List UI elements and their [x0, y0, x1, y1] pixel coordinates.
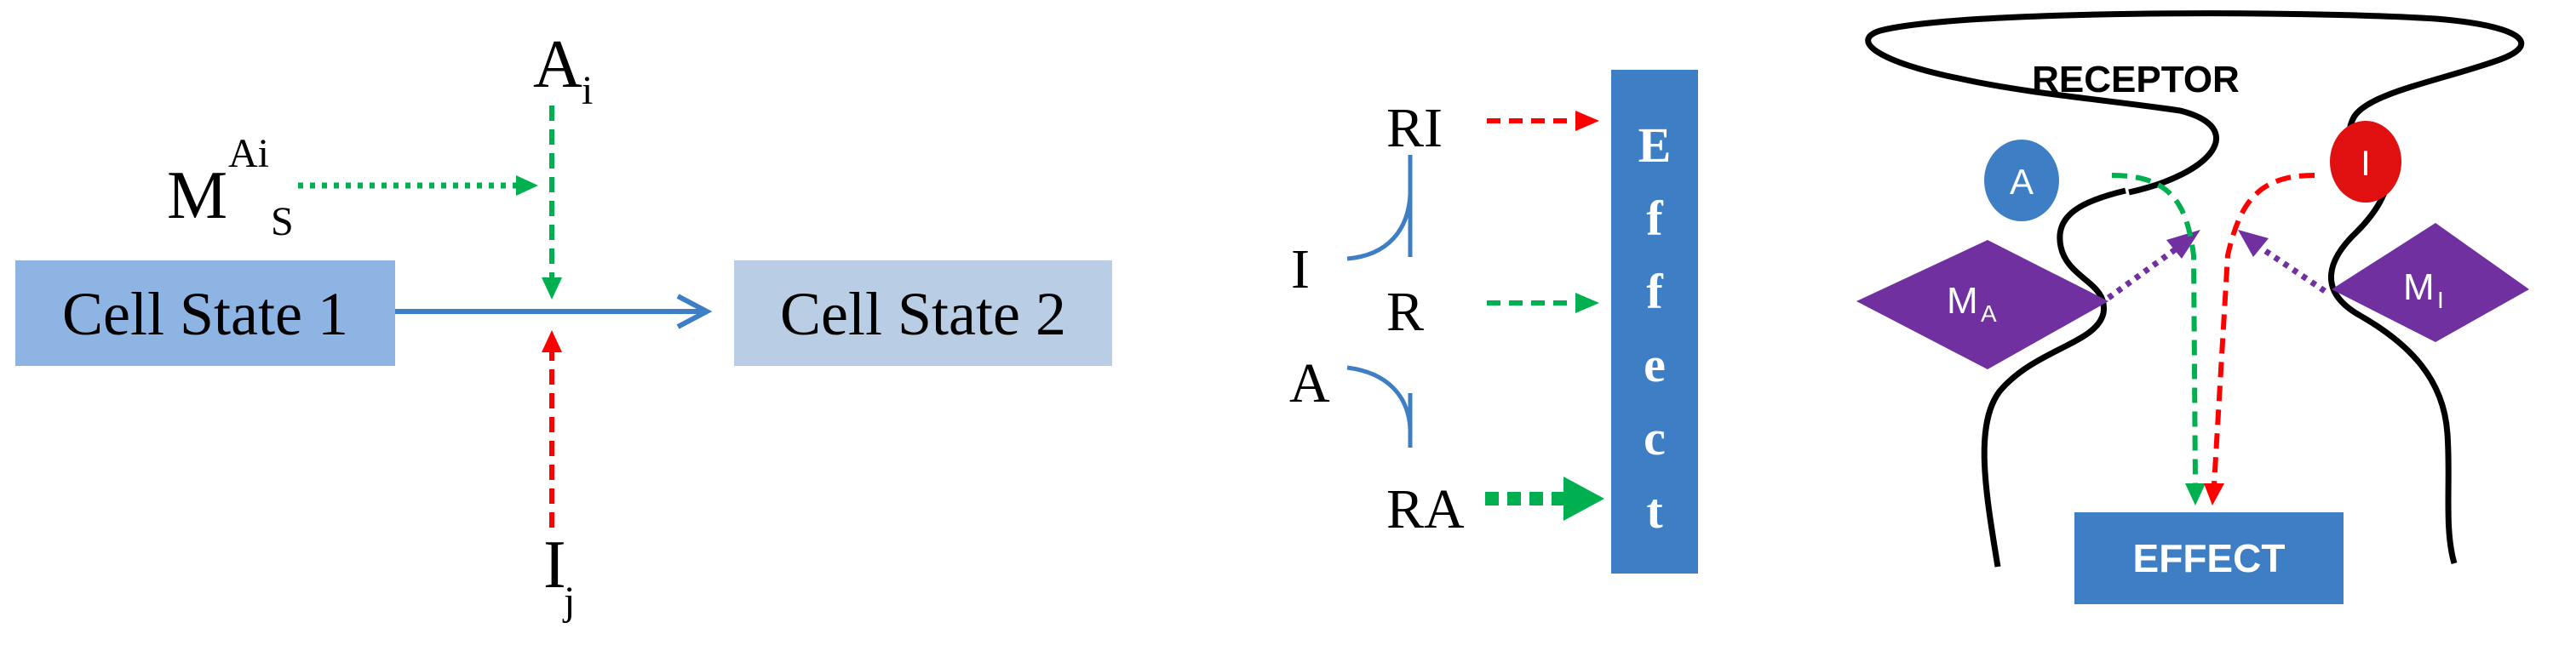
inhibitor-signal-path: [2212, 173, 2315, 486]
cell-state-2-label: Cell State 2: [780, 280, 1066, 348]
agonist-signal-arrowhead: [2185, 483, 2206, 505]
inhibitor-ligand: [2330, 121, 2401, 203]
inhibitor-sub: j: [562, 579, 575, 624]
effect-letter: e: [1644, 337, 1666, 392]
panel-receptor-model: RECEPTOR A I M A M I EFFECT: [1856, 10, 2529, 604]
r-effect-arrowhead: [1575, 293, 1599, 313]
modulator-arrowhead: [516, 175, 538, 196]
transition-arrowhead: [676, 294, 713, 329]
label-a: A: [1289, 352, 1330, 414]
modulator-sub: S: [271, 199, 294, 244]
modulator-a-diamond: [1856, 240, 2108, 369]
receptor-outline-left-wall: [1981, 187, 2126, 568]
agonist-label: A i: [533, 27, 595, 113]
effect-letter: E: [1638, 117, 1672, 173]
modulator-i-diamond: [2332, 223, 2529, 342]
modulator-i-arrowhead: [2238, 230, 2269, 257]
agonist-signal-path: [2111, 173, 2198, 486]
inhibitor-ligand-label: I: [2361, 143, 2371, 183]
receptor-outline-left: [1865, 10, 2525, 196]
panel-receptor-states: E f f e c t RI I R A RA: [1289, 70, 1698, 574]
modulator-label: M Ai S: [167, 107, 294, 244]
modulator-a-arrow: [2106, 246, 2179, 300]
panel-cell-state-transition: Cell State 1 Cell State 2 A i I j M Ai S: [15, 27, 1112, 624]
effect-box: [2074, 512, 2344, 604]
modulator-i-arrow: [2260, 246, 2326, 294]
agonist-ligand: [1984, 140, 2059, 221]
modulator-i-base: M: [2403, 266, 2435, 308]
modulator-a-sub: A: [1981, 300, 1997, 327]
effect-letter: f: [1646, 264, 1663, 319]
effect-box-label: EFFECT: [2133, 536, 2286, 580]
label-ra: RA: [1386, 478, 1465, 540]
cell-state-1-box: [15, 260, 395, 366]
label-i: I: [1291, 238, 1310, 300]
modulator-sup: Ai: [228, 131, 269, 176]
agonist-ligand-label: A: [2010, 162, 2034, 202]
modulator-a-arrowhead: [2166, 230, 2200, 259]
ri-effect-arrowhead: [1575, 111, 1599, 131]
inhibitor-base: I: [543, 528, 566, 602]
receptor-outline-right-wall: [2328, 157, 2458, 564]
effect-letter: t: [1646, 483, 1663, 539]
ra-effect-arrowhead: [1563, 477, 1604, 521]
agonist-binding-bracket: [1346, 365, 1413, 448]
effect-bar-letters: E f f e c t: [1638, 117, 1672, 539]
effect-letter: f: [1646, 191, 1663, 246]
agonist-base: A: [533, 27, 582, 102]
label-ri: RI: [1386, 97, 1443, 159]
effect-letter: c: [1644, 410, 1666, 465]
modulator-a-label: M A: [1947, 280, 1997, 327]
label-r: R: [1386, 281, 1424, 343]
inhibitor-binding-bracket: [1346, 155, 1413, 261]
inhibitor-arrowhead: [542, 330, 562, 352]
cell-state-2-box: [734, 260, 1112, 366]
agonist-sub: i: [582, 68, 593, 113]
modulator-base: M: [167, 158, 227, 233]
inhibitor-label: I j: [543, 528, 583, 624]
modulator-i-label: M I: [2403, 266, 2445, 313]
cell-state-1-label: Cell State 1: [62, 280, 348, 348]
agonist-arrowhead: [542, 277, 562, 300]
inhibitor-signal-arrowhead: [2204, 483, 2224, 505]
effect-bar: [1611, 70, 1698, 574]
modulator-i-sub: I: [2437, 287, 2444, 313]
receptor-label: RECEPTOR: [2032, 59, 2240, 100]
modulator-a-base: M: [1947, 280, 1978, 322]
